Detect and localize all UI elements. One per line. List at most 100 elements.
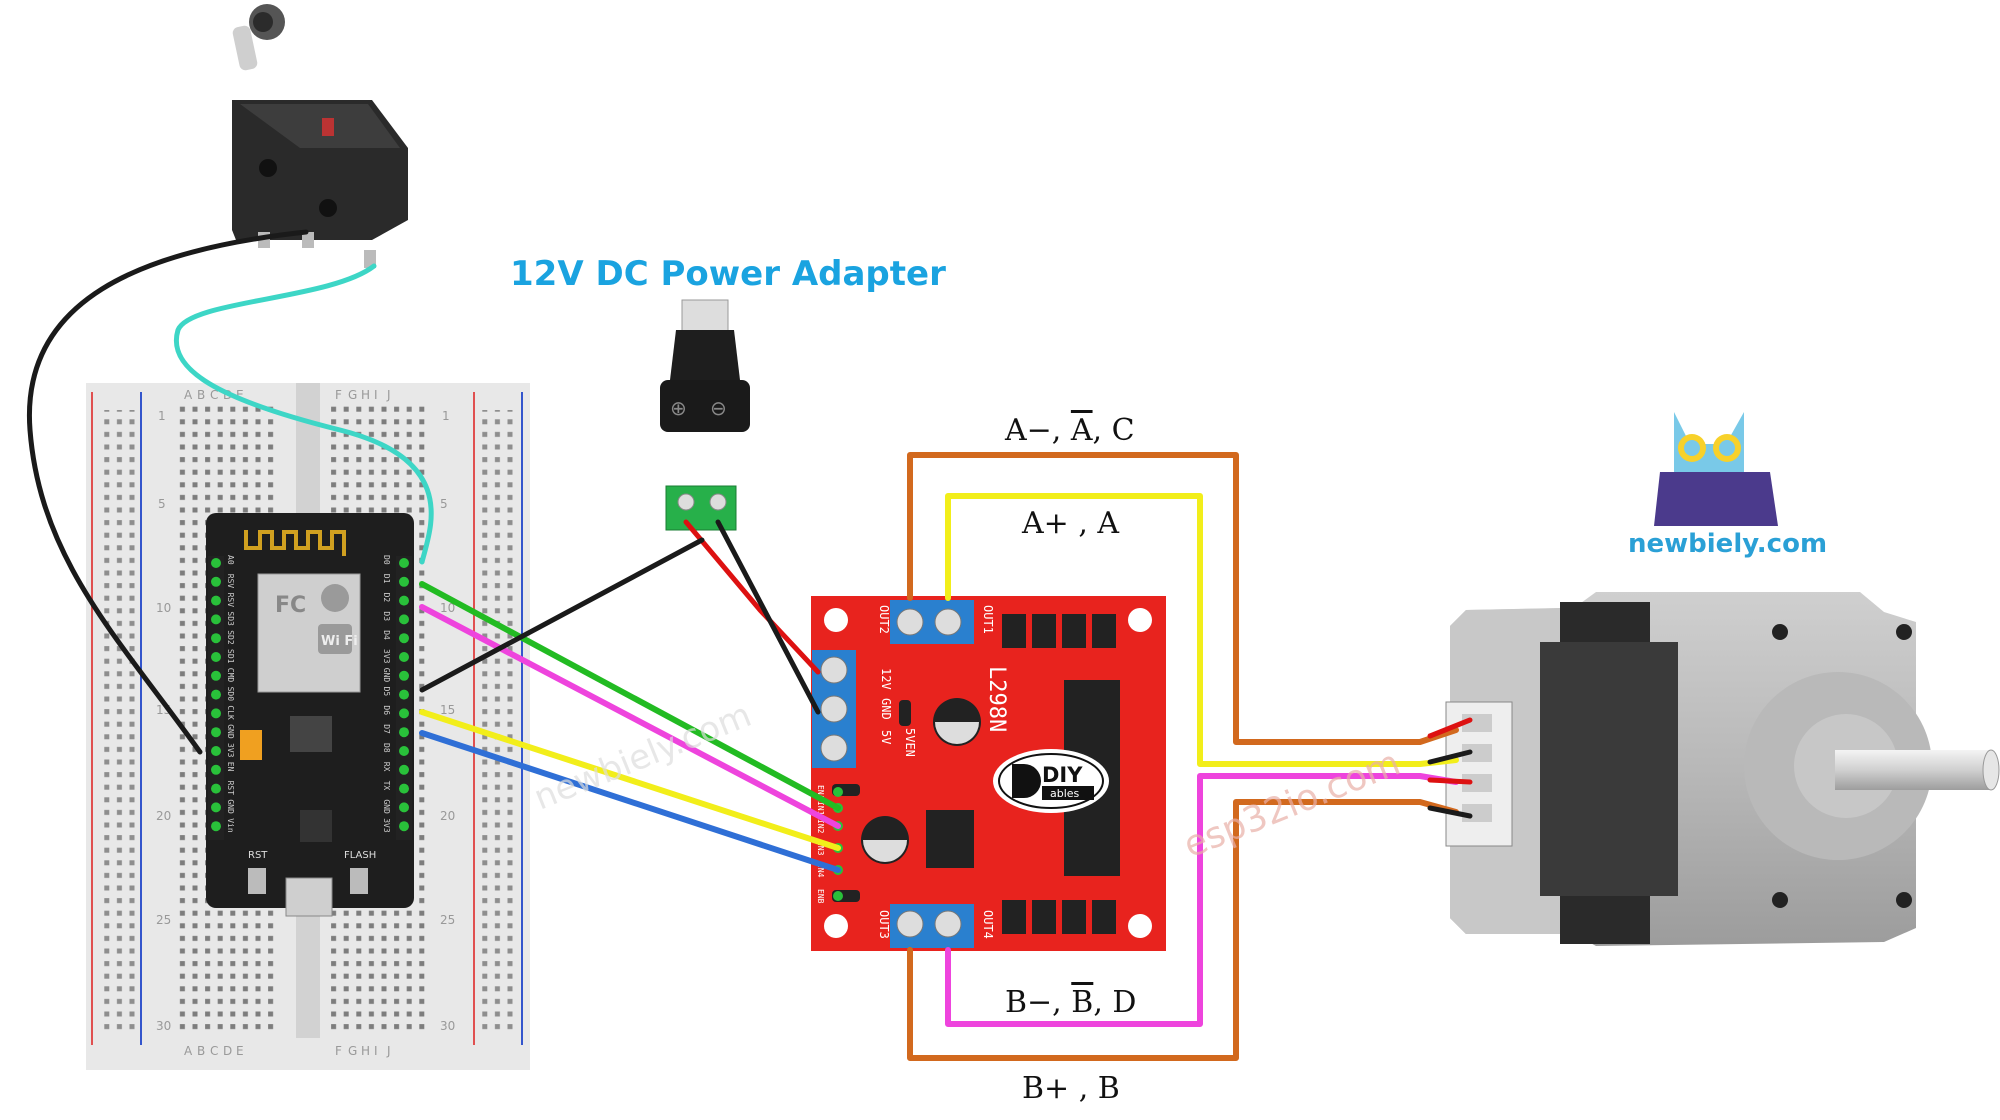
bb-col-g-bottom: G xyxy=(348,1044,357,1058)
esp-left-pin-label: CLK xyxy=(226,705,235,720)
wire-yellow xyxy=(419,709,841,851)
out2-label: OUT2 xyxy=(877,605,891,634)
esp-right-pin xyxy=(399,821,409,832)
esp-left-pin-label: Vin xyxy=(226,818,235,833)
motor-shaft xyxy=(1835,750,1991,790)
bb-col-c: C xyxy=(210,388,218,402)
wire-a-plus xyxy=(945,493,1459,767)
esp-right-pin-label: D6 xyxy=(382,705,391,715)
esp-left-pin xyxy=(211,558,221,568)
esp-left-pin-label: CMD xyxy=(226,668,235,683)
diyables-logo: DIY ables xyxy=(993,749,1109,813)
bb-col-e: E xyxy=(236,388,244,402)
stepper-motor xyxy=(1445,592,2000,946)
wire-blue xyxy=(419,730,841,873)
esp-right-pin xyxy=(399,746,409,756)
jack-terminal xyxy=(665,485,737,531)
out3-out4-terminal xyxy=(890,904,974,948)
esp-right-pin-label: D4 xyxy=(382,630,391,640)
coil-a-minus-label: A−, A, C xyxy=(1004,413,1135,448)
bb-col-d-bottom: D xyxy=(223,1044,232,1058)
bb-col-c-bottom: C xyxy=(210,1044,218,1058)
bb-row-1: 1 xyxy=(158,409,166,423)
esp-left-pin-label: RSV xyxy=(226,574,235,589)
esp-left-pin-label: 3V3 xyxy=(226,743,235,758)
esp-left-pin-label: GND xyxy=(226,799,235,814)
5ven-jumper[interactable] xyxy=(899,700,911,726)
esp-right-pin-label: D8 xyxy=(382,743,391,753)
l298n-input-pin xyxy=(833,891,843,901)
esp-left-pin-label: SD3 xyxy=(226,611,235,626)
bb-col-j: J xyxy=(386,388,391,402)
bb-col-a: A xyxy=(184,388,193,402)
antenna-trace xyxy=(244,530,346,556)
svg-text:25: 25 xyxy=(440,913,455,927)
esp-right-pin-label: GND xyxy=(382,799,391,814)
bb-col-a-bottom: A xyxy=(184,1044,193,1058)
wire-pink xyxy=(419,604,841,829)
jack-plus-label: ⊕ xyxy=(670,396,687,420)
bb-col-h: H xyxy=(361,388,370,402)
esp-pins xyxy=(211,558,409,832)
esp-left-pin-label: SD2 xyxy=(226,630,235,645)
svg-text:1: 1 xyxy=(442,409,450,423)
esp-left-pin xyxy=(211,764,221,775)
out4-label: OUT4 xyxy=(981,910,995,939)
esp-right-pin-label: D2 xyxy=(382,593,391,603)
esp-left-pin xyxy=(211,576,221,587)
wire-switch-black xyxy=(26,229,309,755)
jack-minus-label: ⊖ xyxy=(710,396,727,420)
esp-right-pin xyxy=(399,558,409,568)
svg-text:30: 30 xyxy=(440,1019,455,1033)
newbiely-text: newbiely.com xyxy=(1628,529,1827,559)
esp-right-pin-label: D3 xyxy=(382,611,391,621)
bb-col-g: G xyxy=(348,388,357,402)
esp-left-pin xyxy=(211,689,221,700)
laptop-icon xyxy=(1654,472,1778,526)
dc-power-jack: ⊕ ⊖ xyxy=(660,299,750,531)
regulator-78m05 xyxy=(926,810,974,868)
esp-right-pin-label: 3V3 xyxy=(382,818,391,833)
esp-right-pin-label: D1 xyxy=(382,574,391,584)
bb-col-f: F xyxy=(335,388,342,402)
bb-row-5: 5 xyxy=(158,497,166,511)
wire-green xyxy=(419,581,841,811)
esp-right-pin-label: GND xyxy=(382,668,391,683)
voltage-regulator xyxy=(240,730,262,760)
power-terminal xyxy=(812,650,856,768)
newbiely-logo: newbiely.com xyxy=(1628,412,1827,559)
l298n-input-label: ENB xyxy=(816,889,825,904)
esp-left-pin-label: RSV xyxy=(226,593,235,608)
l298n-driver: OUT2 OUT1 OUT3 OUT4 12V GND 5V 5VEN L298… xyxy=(811,596,1166,951)
esp-left-pin xyxy=(211,652,221,662)
bb-col-e-bottom: E xyxy=(236,1044,244,1058)
bb-col-h-bottom: H xyxy=(361,1044,370,1058)
l298n-input-label: IN3 xyxy=(816,841,825,856)
flash-button[interactable] xyxy=(350,868,368,894)
svg-text:15: 15 xyxy=(440,703,455,717)
esp-left-pin-label: EN xyxy=(226,762,235,772)
l298n-input-label: IN2 xyxy=(816,819,825,834)
wires xyxy=(26,229,1473,1061)
out1-out2-terminal xyxy=(890,600,974,644)
rst-button[interactable] xyxy=(248,868,266,894)
l298n-input-pin xyxy=(833,787,843,797)
esp-left-pin xyxy=(211,727,221,738)
esp-right-pin xyxy=(399,614,409,625)
esp-left-pin-label: A0 xyxy=(226,555,235,565)
esp-left-pin xyxy=(211,708,221,719)
coil-a-plus-label: A+ , A xyxy=(1021,506,1119,541)
rst-label: RST xyxy=(248,850,268,861)
esp-right-pin-label: TX xyxy=(382,781,391,791)
micro-usb-port[interactable] xyxy=(285,877,333,917)
esp-left-pin xyxy=(211,802,221,813)
esp-right-pin-label: RX xyxy=(382,762,391,772)
esp-right-pin xyxy=(399,689,409,700)
bb-col-i-bottom: I xyxy=(374,1044,378,1058)
svg-text:10: 10 xyxy=(440,601,455,615)
svg-text:20: 20 xyxy=(440,809,455,823)
wire-b-plus xyxy=(907,799,1459,1061)
bb-col-i: I xyxy=(374,388,378,402)
esp-left-pin-label: RST xyxy=(226,781,235,796)
